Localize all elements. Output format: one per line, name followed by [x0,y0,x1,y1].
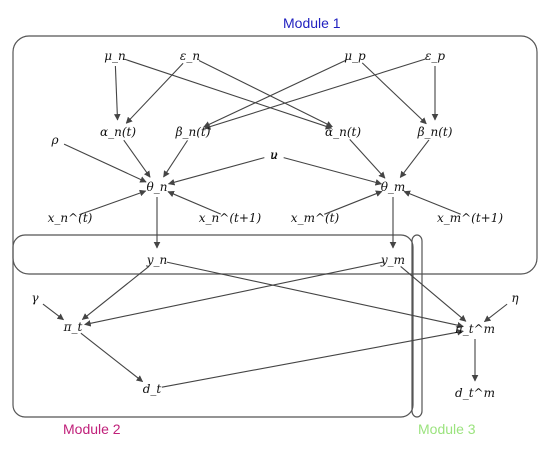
node-x-n2: x_n^(t+1) [199,211,262,225]
edges-group [42,58,508,388]
node-eps-n: ε_n [180,49,200,63]
node-x-m1: x_m^(t) [291,211,340,225]
edge-y_n-to-pi_t [81,265,150,320]
edge-x_n2-to-th_n [167,190,222,215]
nodes-group: μ_n ε_n μ_p ε_p ν α_n(t) β_n(t) α_n(t) β_n(t) ρ u θ… [31,49,519,400]
module-2-box [12,234,414,418]
edge-u-to-th_m [283,157,383,186]
node-a-n1: α_n(t) [325,125,361,139]
edge-b_n1-to-th_m [399,139,430,178]
edge-eta-to-pi_m [483,303,508,323]
node-x-m2: x_m^(t+1) [437,211,503,225]
node-x-n1: x_n^(t) [48,211,93,225]
edge-x_m1-to-th_m [324,190,383,215]
node-nu: ν [270,148,277,162]
edge-mu_n-to-a_n1 [124,58,333,130]
edge-y_m-to-pi_t [84,261,384,327]
edge-y_n-to-pi_m [166,261,464,329]
node-d-t: d_t [143,382,162,396]
node-u: u [270,148,278,162]
edge-eps_p-to-b_n0 [203,58,426,130]
edge-eps_n-to-a_n1 [198,59,333,128]
module-3-box [411,234,423,418]
module-3-label: Module 3 [418,421,476,437]
edge-gamma-to-pi_t [42,303,64,321]
edge-y_m-to-pi_m [400,266,467,322]
edge-a_n0-to-th_n [123,139,151,178]
module-1-box [12,35,538,275]
edge-pi_t-to-d_t [80,332,144,383]
edge-mu_n-to-a_n0 [113,65,121,121]
node-mu-p: μ_p [344,49,366,63]
node-b-n0: β_n(t) [175,125,211,139]
node-a-n0: α_n(t) [100,125,136,139]
edge-x_m2-to-th_m [403,190,461,215]
module-1-label: Module 1 [283,15,341,31]
node-eps-p: ε_p [425,49,445,63]
edge-eps_n-to-a_n0 [125,62,184,124]
node-mu-n: μ_n [104,49,126,63]
node-gamma: γ [31,291,39,305]
node-pi-m: π_t^m [454,322,495,336]
module-2-label: Module 2 [63,421,121,437]
node-y-m: y_m [380,253,405,267]
node-eta: η [511,291,519,305]
edge-x_n1-to-th_n [79,189,147,216]
edge-u-to-th_n [167,157,265,186]
node-rho: ρ [50,133,58,147]
node-b-n1: β_n(t) [417,125,453,139]
node-y-n: y_n [146,253,168,267]
edge-mu_p-to-b_n0 [203,59,347,128]
node-th-m: θ_m [381,180,406,194]
edge-mu_p-to-b_n1 [361,62,427,125]
edge-a_n1-to-th_m [349,139,386,179]
node-d-m: d_t^m [455,386,495,400]
edge-b_n0-to-th_n [163,140,188,178]
node-pi-t: π_t [63,320,83,334]
node-th-n: θ_n [147,180,168,194]
edge-d_t-to-pi_m [161,329,464,388]
edge-rho-to-th_n [63,143,147,183]
